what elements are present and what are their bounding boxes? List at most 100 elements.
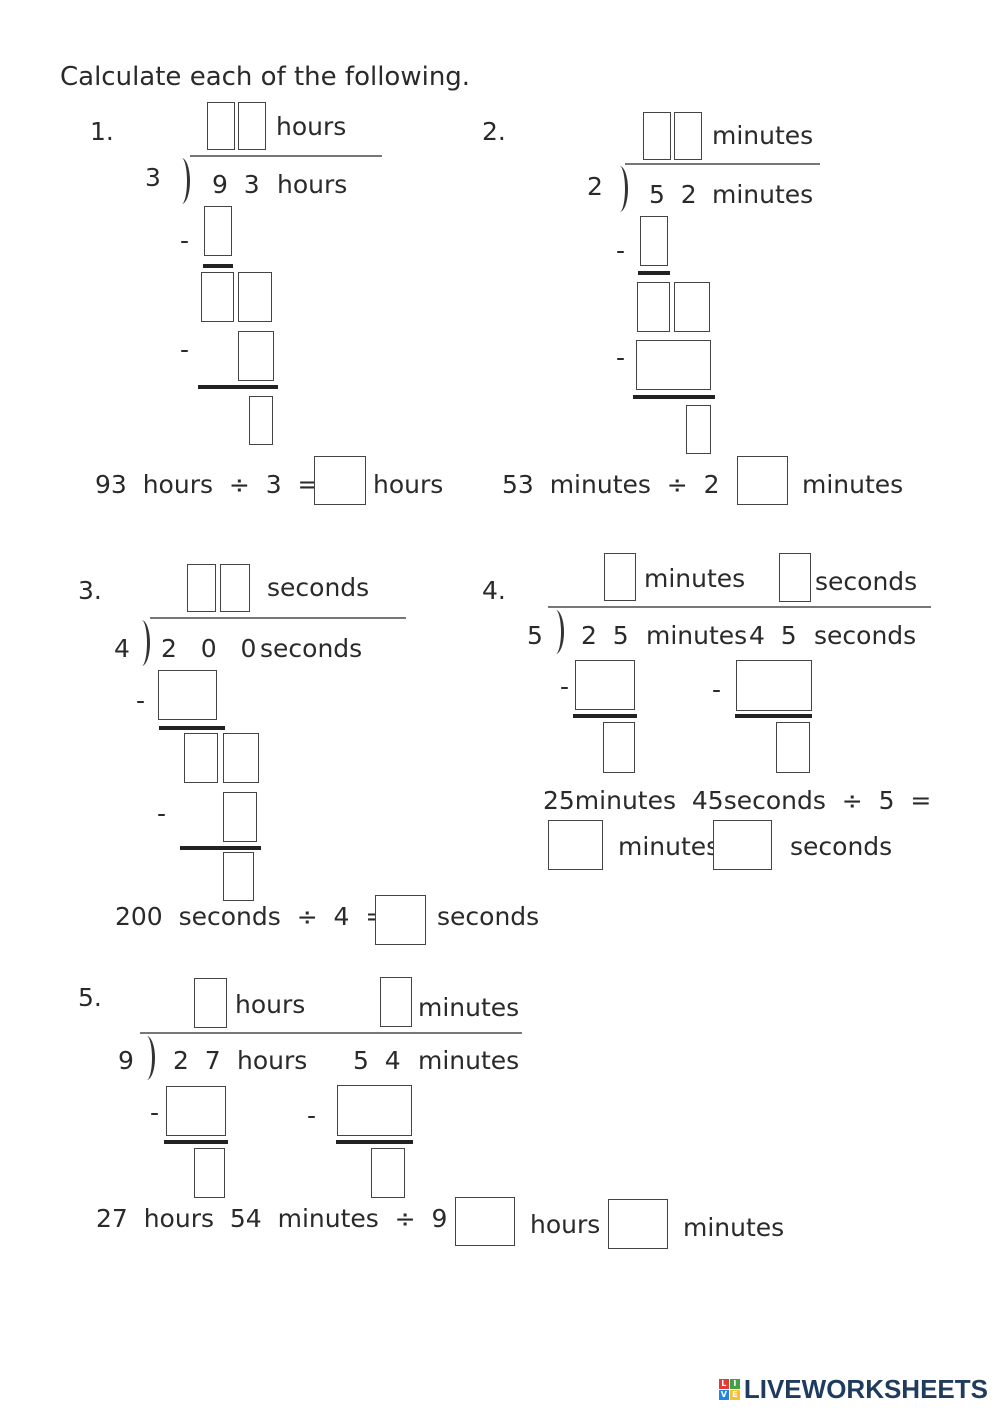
question-number: 1. [90,117,114,146]
answer-unit: minutes [802,470,904,499]
remainder-ones-box[interactable] [238,272,272,322]
division-bracket [614,166,628,212]
quotient-minutes-box[interactable] [380,977,412,1027]
instruction-text: Calculate each of the following. [60,62,471,92]
dividend-minutes: 5 4 [353,1046,401,1075]
equation: 53 minutes ÷ 2 = [502,470,757,499]
final-remainder-box[interactable] [249,396,273,445]
subtraction-line [164,1140,228,1144]
division-bar [150,617,406,619]
division-bar [625,163,820,165]
remainder-hours-box[interactable] [194,1148,225,1198]
quotient-unit-seconds: seconds [815,567,918,596]
answer-box[interactable] [375,895,426,945]
answer-unit: seconds [437,902,540,931]
dividend-unit: hours [277,170,348,199]
remainder-minutes-box[interactable] [603,722,635,773]
subtract-seconds-box[interactable] [736,660,812,711]
subtraction-line [633,395,715,399]
quotient-tens-box[interactable] [207,102,235,150]
liveworksheets-logo: L I V E LIVEWORKSHEETS [718,1374,988,1405]
answer-box[interactable] [314,456,366,505]
answer-unit-seconds: seconds [790,832,893,861]
remainder-ones-box[interactable] [674,282,710,332]
logo-mark-icon: L I V E [718,1379,740,1400]
subtraction-line [573,714,637,718]
dividend-unit: minutes [712,180,814,209]
remainder-tens-box[interactable] [637,282,670,332]
division-bar [190,155,382,157]
logo-letter: V [718,1390,729,1400]
subtract-box[interactable] [640,216,668,266]
divisor: 5 [527,621,543,650]
dividend-hours: 2 7 [173,1046,221,1075]
quotient-unit-hours: hours [235,990,306,1019]
quotient-ones-box[interactable] [220,564,250,612]
question-number: 3. [78,576,102,605]
minus-sign: - [150,1098,160,1127]
dividend-unit-minutes: minutes [418,1046,520,1075]
quotient-seconds-box[interactable] [779,553,811,602]
minus-sign: - [307,1101,317,1130]
subtract-box[interactable] [636,340,711,390]
subtraction-line [159,726,225,730]
final-remainder-box[interactable] [686,405,711,454]
remainder-seconds-box[interactable] [776,722,810,773]
quotient-unit-minutes: minutes [644,564,746,593]
division-bracket [136,620,150,666]
minus-sign: - [157,799,167,828]
question-number: 5. [78,983,102,1012]
minus-sign: - [616,236,626,265]
dividend-unit-seconds: seconds [814,621,917,650]
answer-minutes-box[interactable] [608,1199,668,1249]
subtraction-line [735,714,812,718]
subtract-minutes-box[interactable] [575,660,635,710]
subtract-box[interactable] [204,206,232,256]
minus-sign: - [616,343,626,372]
dividend-minutes: 2 5 [581,621,629,650]
remainder-minutes-box[interactable] [371,1148,405,1198]
quotient-ones-box[interactable] [674,112,702,160]
dividend: 2 0 0 [161,634,257,663]
quotient-minutes-box[interactable] [604,553,636,601]
subtraction-line [203,264,233,268]
subtraction-line [336,1140,413,1144]
subtract-box[interactable] [223,792,257,842]
logo-letter: I [729,1379,740,1389]
quotient-unit-label: hours [276,112,347,141]
quotient-unit-minutes: minutes [418,993,520,1022]
quotient-hours-box[interactable] [194,978,227,1028]
final-remainder-box[interactable] [223,852,254,901]
dividend: 9 3 [212,170,260,199]
subtract-box[interactable] [238,331,274,381]
minus-sign: - [180,335,190,364]
answer-hours-box[interactable] [455,1197,515,1246]
quotient-ones-box[interactable] [238,102,266,150]
subtraction-line [638,271,670,275]
remainder-ones-box[interactable] [223,733,259,783]
remainder-tens-box[interactable] [201,272,234,322]
dividend-seconds: 4 5 [749,621,797,650]
remainder-tens-box[interactable] [184,733,218,783]
quotient-tens-box[interactable] [643,112,671,160]
equation: 200 seconds ÷ 4 = [115,902,387,931]
dividend: 5 2 [649,180,697,209]
subtract-box[interactable] [158,670,217,720]
answer-minutes-box[interactable] [548,820,603,870]
answer-unit-hours: hours [530,1210,601,1239]
dividend-unit-minutes: minutes [646,621,748,650]
division-bar [140,1032,522,1034]
answer-seconds-box[interactable] [713,820,772,870]
quotient-tens-box[interactable] [187,564,216,612]
divisor: 9 [118,1046,134,1075]
answer-unit-minutes: minutes [618,832,720,861]
minus-sign: - [560,672,570,701]
divisor: 2 [587,172,603,201]
equation: 93 hours ÷ 3 = [95,470,319,499]
logo-text: LIVEWORKSHEETS [743,1374,988,1404]
quotient-unit-label: seconds [267,573,370,602]
logo-letter: E [729,1390,740,1400]
subtract-hours-box[interactable] [166,1086,226,1136]
subtract-minutes-box[interactable] [337,1085,412,1136]
answer-box[interactable] [737,456,788,505]
